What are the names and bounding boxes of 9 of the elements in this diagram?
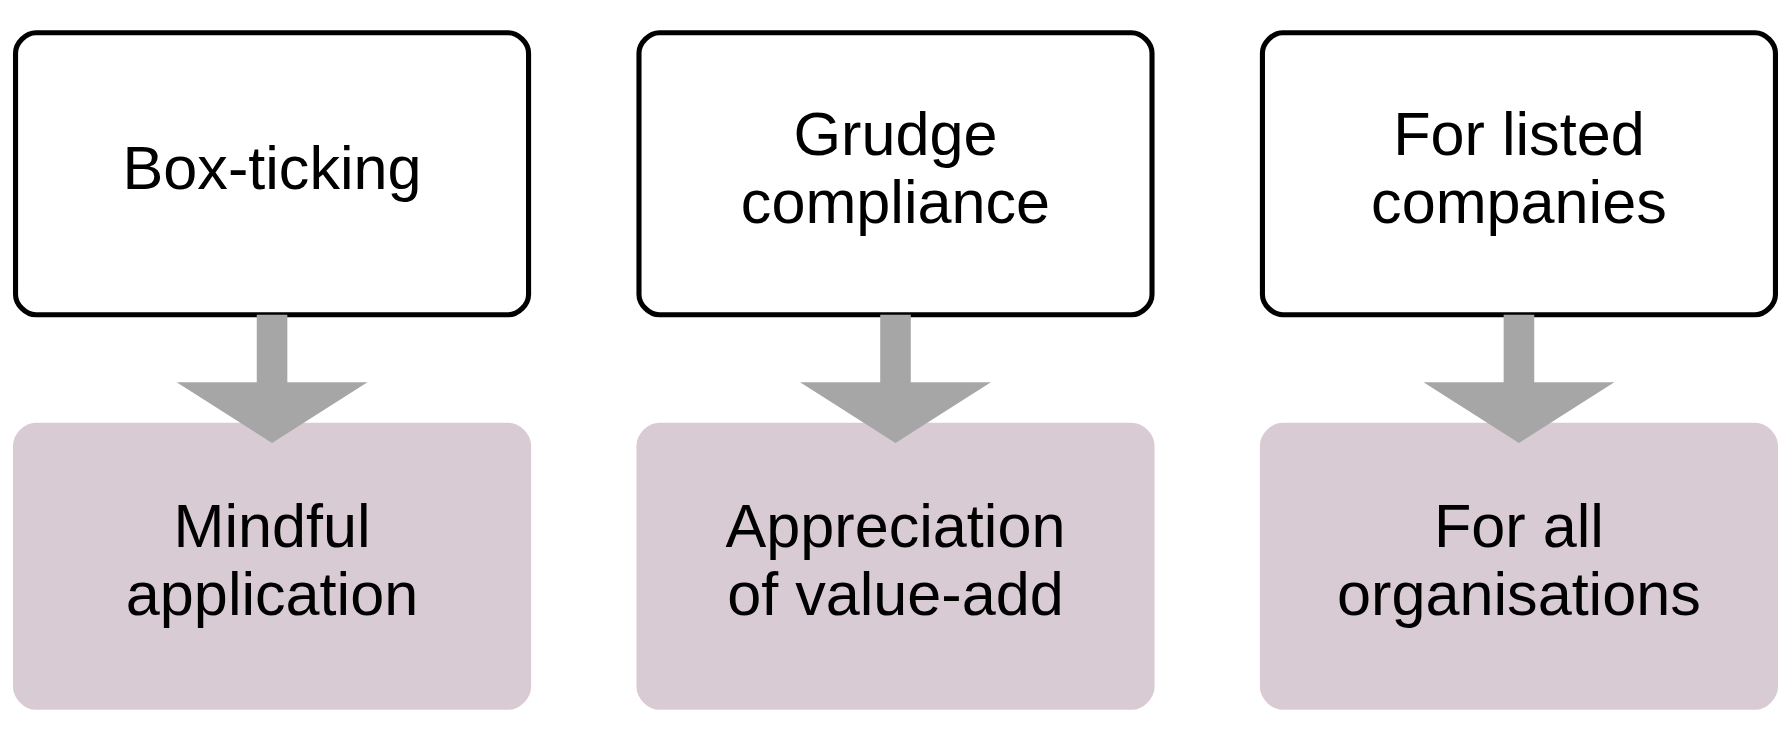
arrow xyxy=(1423,314,1615,443)
node-box: Grudge compliance xyxy=(636,29,1155,317)
node-box: Box-ticking xyxy=(13,29,532,317)
arrow xyxy=(176,314,368,443)
node-box: For all organisations xyxy=(1259,422,1778,710)
node-box: Appreciation of value-add xyxy=(636,422,1155,710)
node-box: Mindful application xyxy=(13,422,532,710)
node-box: For listed companies xyxy=(1259,29,1778,317)
arrow xyxy=(800,314,991,443)
